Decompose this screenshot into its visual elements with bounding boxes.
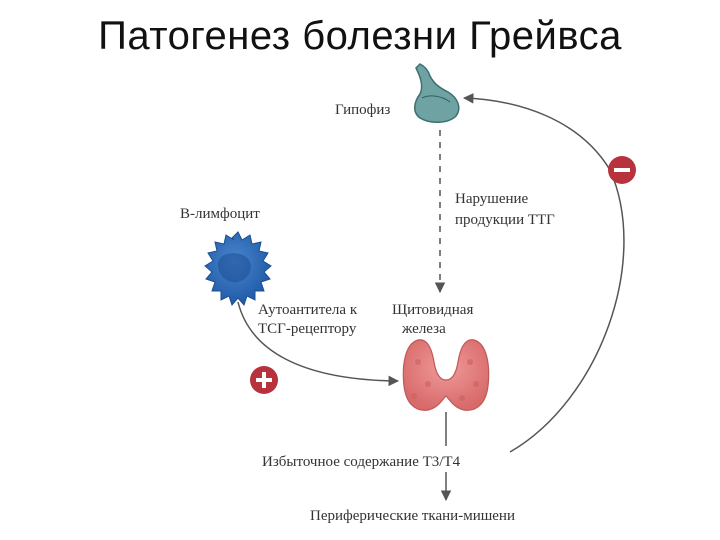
autoantibodies-label-line2: ТСГ-рецептору [258,321,357,337]
thyroid-gland-icon [402,339,490,411]
b-lymphocyte-icon [204,231,272,306]
target-tissues-label: Периферические ткани-мишени [310,508,515,524]
thyroid-label-line1: Щитовидная [392,302,473,318]
tsh-disruption-label-line1: Нарушение [455,191,529,207]
excess-t3t4-label: Избыточное содержание Т3/Т4 [262,454,461,470]
autoantibody-arrow [237,301,400,387]
page-title: Патогенез болезни Грейвса [98,14,622,58]
pituitary-label: Гипофиз [335,102,390,118]
autoantibodies-label-line1: Аутоантитела к [258,302,358,318]
thyroid-label-line2: железа [401,321,446,337]
pituitary-gland-icon [414,63,460,123]
negative-sign-icon [608,156,636,184]
b-lymphocyte-label: В-лимфоцит [180,206,260,222]
tsh-disruption-label-line2: продукции ТТГ [455,212,555,228]
negative-feedback-arrow [462,93,625,453]
positive-sign-icon [250,366,278,394]
